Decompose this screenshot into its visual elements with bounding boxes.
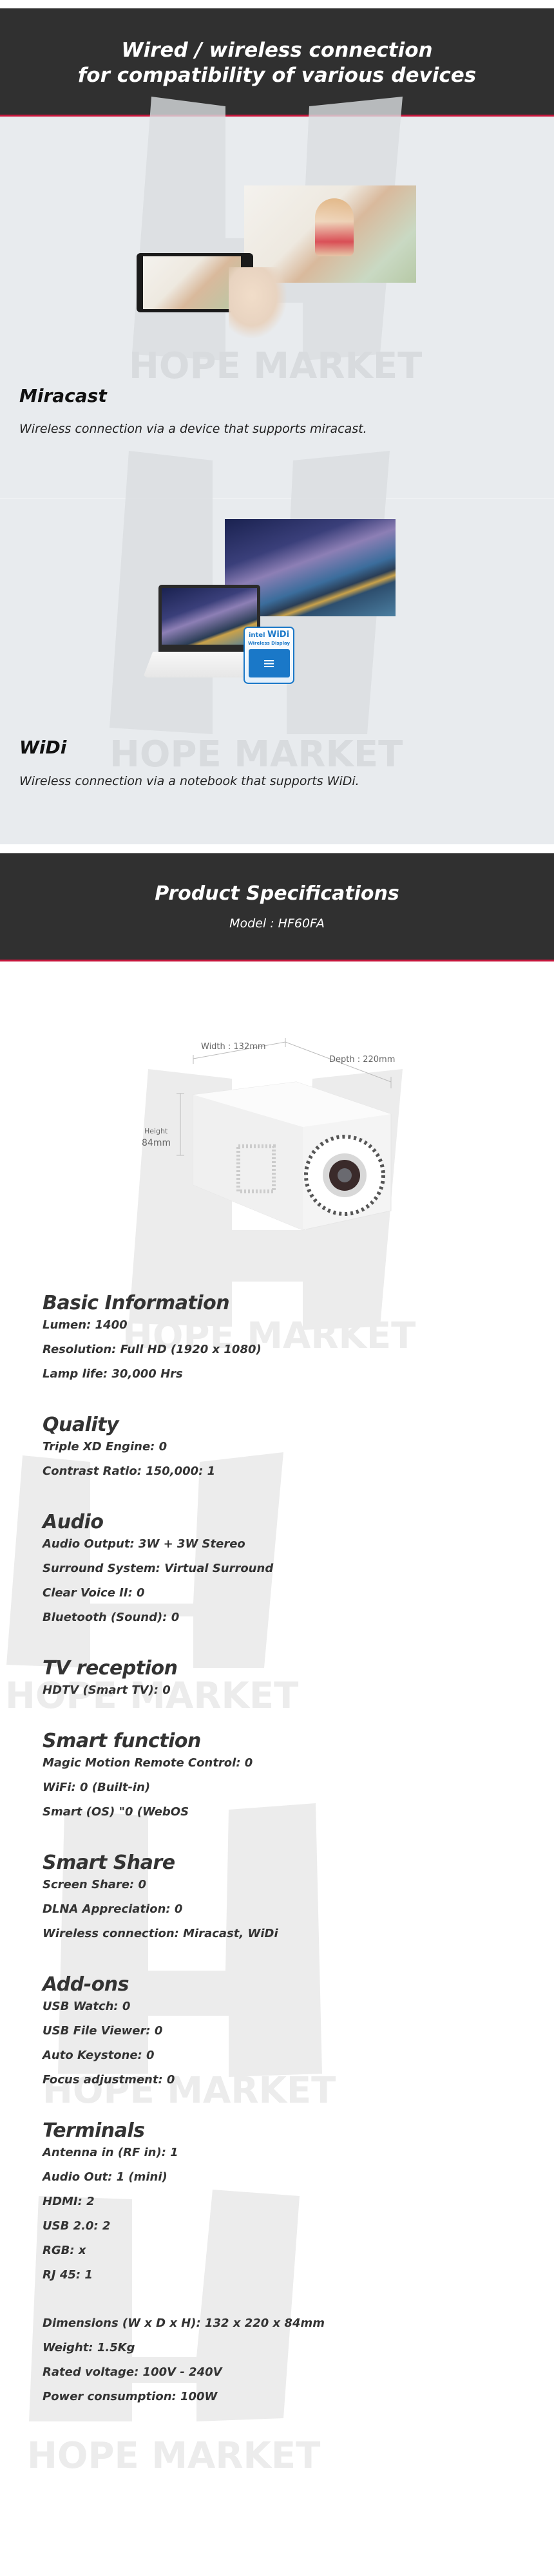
connection-header-line2: for compatibility of various devices: [77, 64, 477, 87]
spec-item: Contrast Ratio: 150,000: 1: [43, 1464, 216, 1478]
spec-item: Audio Out: 1 (mini): [43, 2170, 167, 2184]
spec-section-title: Audio: [43, 1511, 104, 1533]
specs-title: Product Specifications: [155, 882, 399, 905]
connection-header-line1: Wired / wireless connection: [121, 39, 433, 62]
spec-item: Bluetooth (Sound): 0: [43, 1611, 180, 1624]
girl-figure: [315, 198, 354, 256]
spec-section-title: Smart Share: [43, 1852, 175, 1874]
general-spec-item: Power consumption: 100W: [43, 2390, 218, 2403]
spec-item: WiFi: 0 (Built-in): [43, 1781, 151, 1794]
spec-item: Resolution: Full HD (1920 x 1080): [43, 1343, 262, 1356]
spec-section-title: Smart function: [43, 1730, 201, 1752]
specs-model: Model : HF60FA: [229, 916, 325, 931]
smartphone-screen: [143, 256, 241, 309]
spec-item: Magic Motion Remote Control: 0: [43, 1756, 253, 1770]
depth-label: Depth : 220mm: [329, 1055, 396, 1065]
watermark-text: HOPE MARKET: [27, 2435, 320, 2477]
laptop-image: [158, 585, 260, 652]
spec-section-title: Quality: [43, 1414, 119, 1436]
spec-section-title: Terminals: [43, 2119, 145, 2142]
height-label: Height: [144, 1127, 168, 1135]
miracast-title: Miracast: [19, 385, 107, 406]
miracast-projected-image: [244, 185, 416, 283]
spec-item: Triple XD Engine: 0: [43, 1440, 167, 1454]
spec-item: Lamp life: 30,000 Hrs: [43, 1367, 183, 1381]
widi-title: WiDi: [19, 737, 67, 758]
spec-item: Surround System: Virtual Surround: [43, 1562, 274, 1575]
spec-item: RJ 45: 1: [43, 2268, 93, 2282]
spec-item: Antenna in (RF in): 1: [43, 2146, 178, 2159]
intel-widi-badge: intel WiDi Wireless Display ≡: [244, 627, 294, 684]
spec-item: Clear Voice II: 0: [43, 1586, 145, 1600]
spec-item: Audio Output: 3W + 3W Stereo: [43, 1537, 245, 1551]
miracast-description: Wireless connection via a device that su…: [19, 422, 367, 436]
spec-item: DLNA Appreciation: 0: [43, 1902, 183, 1916]
spec-item: Smart (OS) "0 (WebOS: [43, 1805, 189, 1819]
specs-header: [0, 853, 554, 960]
spec-item: Screen Share: 0: [43, 1878, 147, 1891]
spec-item: RGB: x: [43, 2244, 86, 2257]
specs-accent-line: [0, 960, 554, 961]
spec-item: Wireless connection: Miracast, WiDi: [43, 1927, 278, 1940]
wireless-display-icon: ≡: [248, 649, 290, 677]
spec-section-title: Basic Information: [43, 1292, 230, 1314]
spec-item: Auto Keystone: 0: [43, 2049, 155, 2062]
spec-item: HDTV (Smart TV): 0: [43, 1683, 171, 1697]
laptop-screen: [162, 588, 257, 645]
badge-name: WiDi: [267, 630, 290, 639]
badge-brand: intel: [248, 632, 265, 639]
general-spec-item: Rated voltage: 100V - 240V: [43, 2365, 222, 2379]
height-value: 84mm: [142, 1138, 171, 1148]
general-spec-item: Weight: 1.5Kg: [43, 2341, 135, 2354]
widi-description: Wireless connection via a notebook that …: [19, 774, 359, 788]
spec-section-title: TV reception: [43, 1657, 178, 1680]
width-label: Width : 132mm: [201, 1042, 266, 1052]
badge-subtitle: Wireless Display: [247, 641, 291, 646]
general-spec-item: Dimensions (W x D x H): 132 x 220 x 84mm: [43, 2316, 325, 2330]
spec-spacer: [43, 2287, 493, 2311]
spec-section-title: Add-ons: [43, 1973, 129, 1996]
spec-item: Lumen: 1400: [43, 1318, 128, 1332]
hand-image: [229, 267, 287, 338]
spec-item: Focus adjustment: 0: [43, 2073, 175, 2087]
projector-image: [177, 1038, 392, 1231]
spec-item: HDMI: 2: [43, 2195, 95, 2208]
spec-item: USB Watch: 0: [43, 2000, 131, 2013]
spec-item: USB File Viewer: 0: [43, 2024, 163, 2038]
spec-item: USB 2.0: 2: [43, 2219, 111, 2233]
